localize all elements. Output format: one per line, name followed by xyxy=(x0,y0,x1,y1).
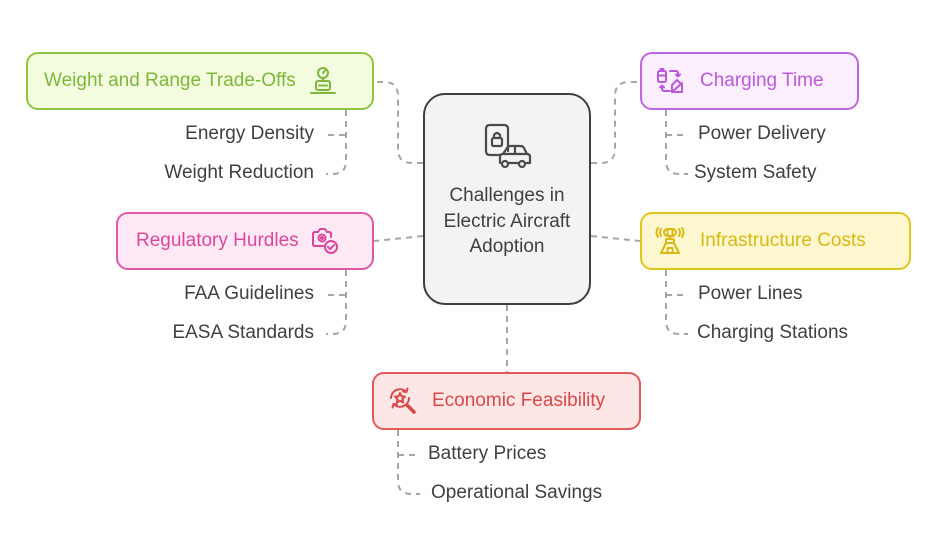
connector-center-regulatory xyxy=(373,235,424,242)
branch-label: Economic Feasibility xyxy=(432,390,606,411)
connector-center-infra xyxy=(590,235,641,242)
central-topic-node[interactable]: Challenges in Electric Aircraft Adoption xyxy=(423,93,591,305)
sub-item-faa-guidelines: FAA Guidelines xyxy=(184,283,314,304)
sub-item-power-delivery: Power Delivery xyxy=(698,123,826,144)
scale-gauge-icon xyxy=(307,65,339,97)
connector-weight-children xyxy=(326,110,347,175)
branch-node-charging-time[interactable]: Charging Time xyxy=(640,52,859,110)
central-topic-title: Challenges in Electric Aircraft Adoption xyxy=(443,185,571,257)
branch-node-economic-feasibility[interactable]: Economic Feasibility xyxy=(372,372,641,430)
sub-item-power-lines: Power Lines xyxy=(698,283,803,304)
branch-label: Charging Time xyxy=(700,70,824,91)
sub-item-energy-density: Energy Density xyxy=(185,123,314,144)
branch-label: Infrastructure Costs xyxy=(700,230,866,251)
branch-node-infrastructure-costs[interactable]: Infrastructure Costs xyxy=(640,212,911,270)
battery-cycle-icon xyxy=(654,65,686,97)
camera-check-icon xyxy=(309,225,341,257)
sub-item-charging-stations: Charging Stations xyxy=(697,322,849,343)
branch-label: Weight and Range Trade-Offs xyxy=(44,70,296,91)
sub-item-system-safety: System Safety xyxy=(694,162,817,183)
sub-item-weight-reduction: Weight Reduction xyxy=(164,162,314,183)
connector-center-weight xyxy=(374,81,423,164)
connector-center-charging xyxy=(591,81,640,164)
phone-lock-car-icon xyxy=(480,121,534,175)
connector-econ-children xyxy=(397,430,420,495)
sub-item-easa-standards: EASA Standards xyxy=(172,322,314,343)
sub-item-battery-prices: Battery Prices xyxy=(428,443,547,464)
sub-item-operational-savings: Operational Savings xyxy=(431,482,603,503)
branch-node-weight-range[interactable]: Weight and Range Trade-Offs xyxy=(26,52,374,110)
star-search-icon xyxy=(386,385,418,417)
branch-label: Regulatory Hurdles xyxy=(136,230,299,251)
connector-infra-children xyxy=(665,270,688,335)
signal-tower-icon xyxy=(654,225,686,257)
connector-regulatory-children xyxy=(326,270,347,335)
connector-charging-children xyxy=(665,110,688,175)
branch-node-regulatory-hurdles[interactable]: Regulatory Hurdles xyxy=(116,212,374,270)
